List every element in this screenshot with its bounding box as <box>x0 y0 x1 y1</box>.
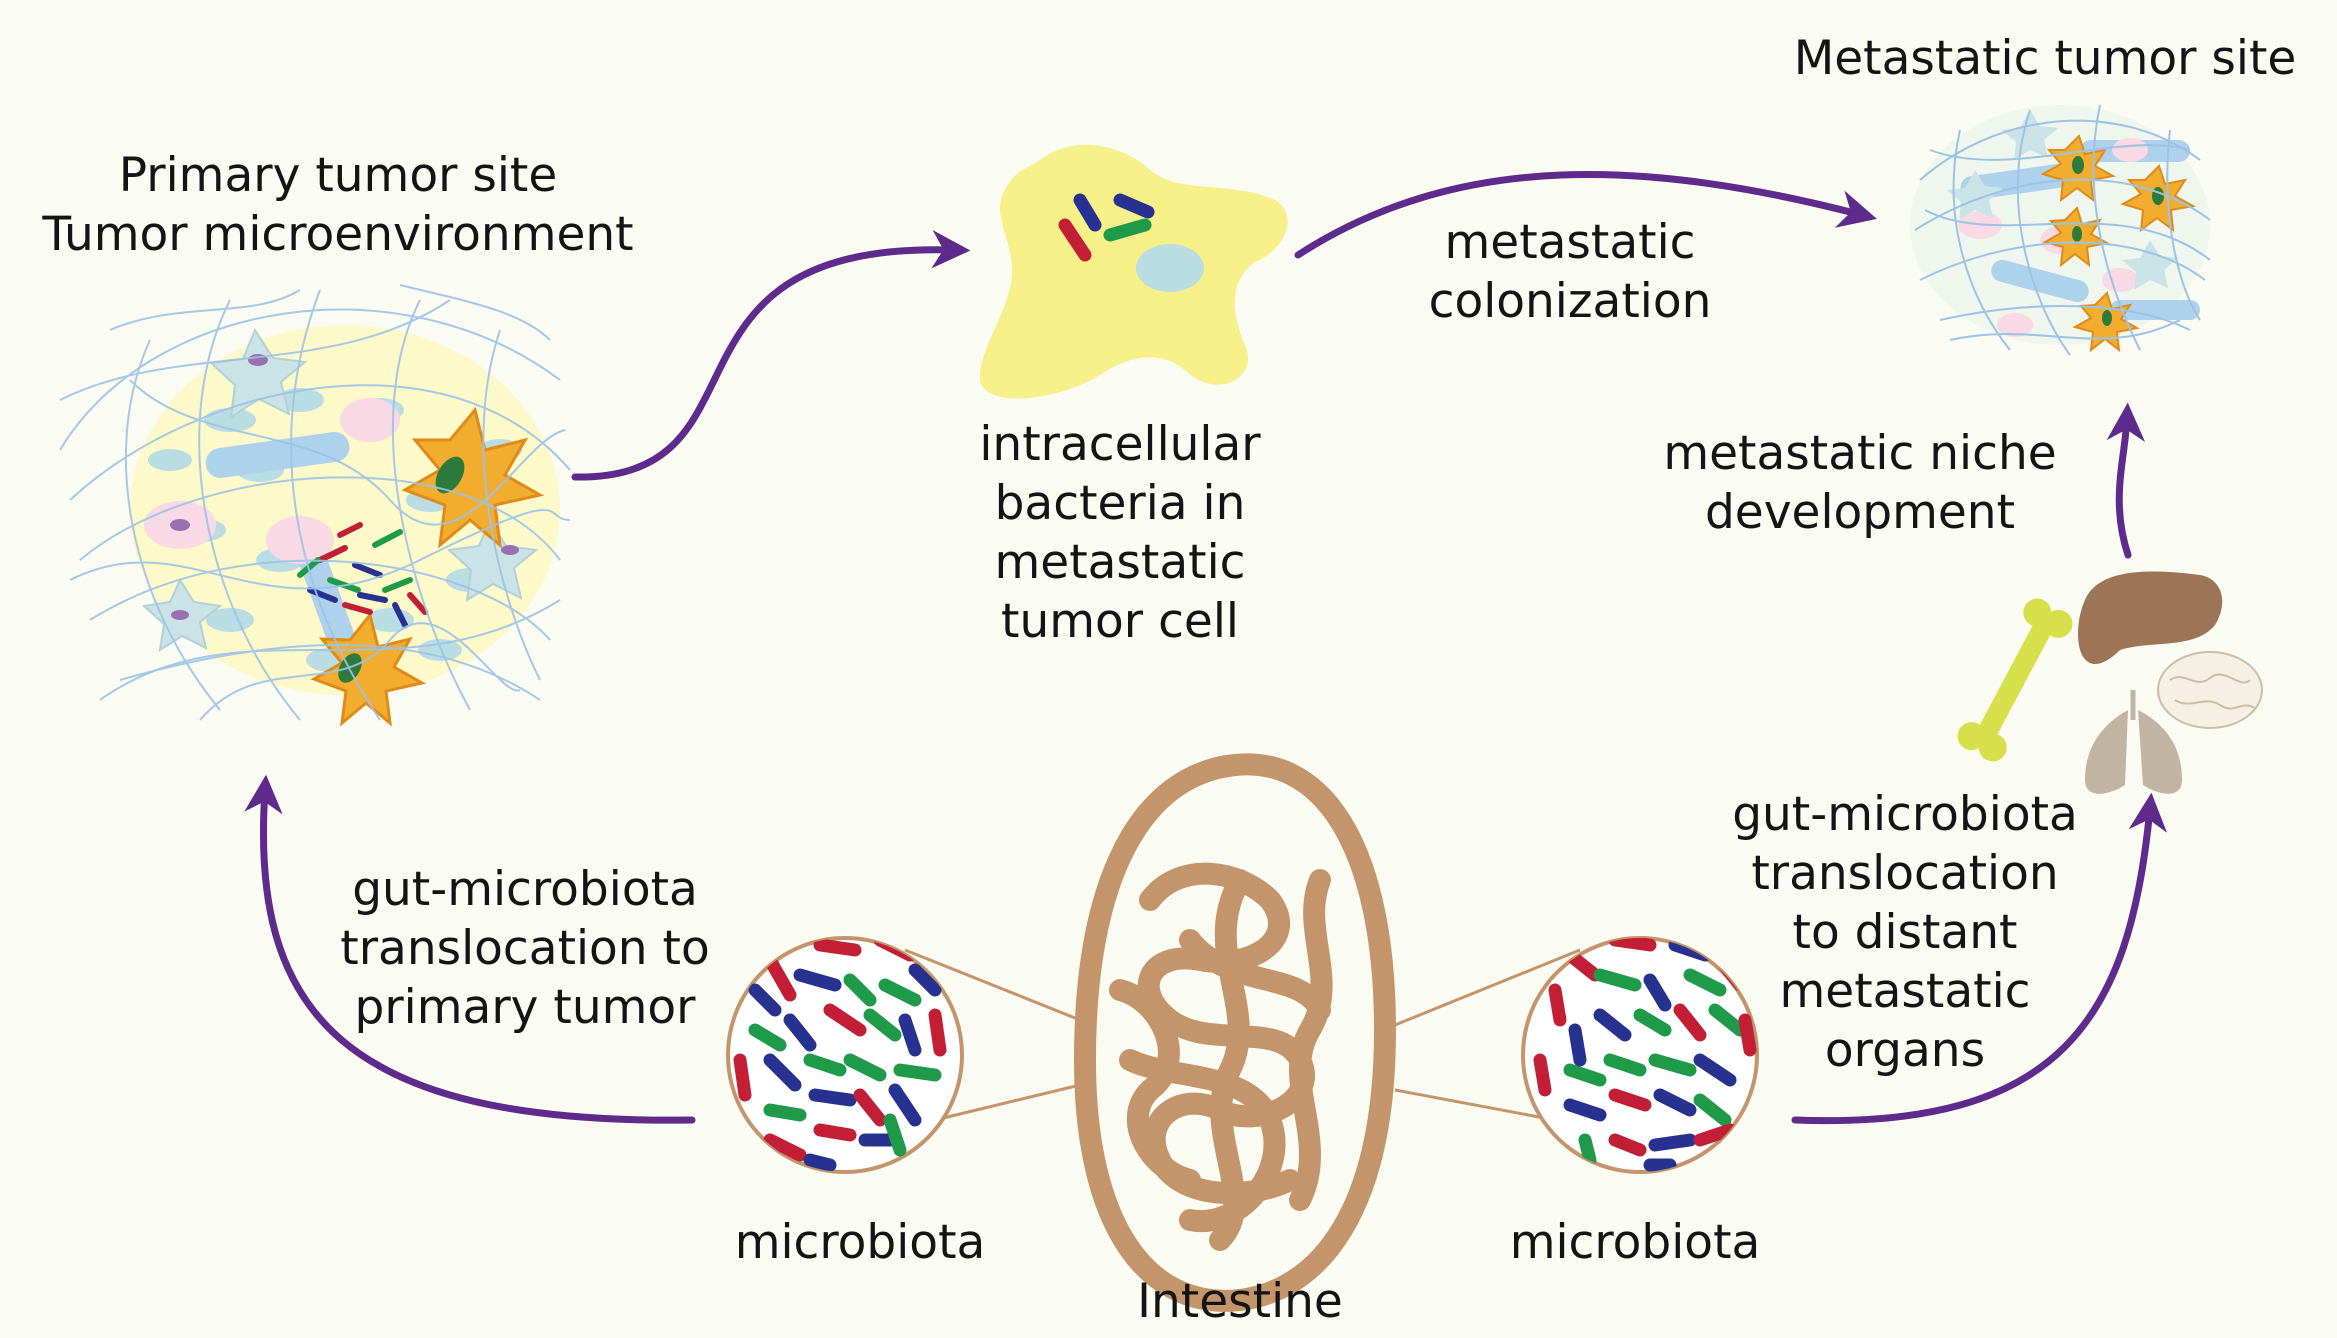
arrow-gut-to-organs <box>1791 792 2167 1125</box>
metastatic-tumor-illustration <box>1910 104 2211 356</box>
microbiota-right-label: microbiota <box>1509 1215 1761 1270</box>
arrow-primary-to-cell <box>571 230 971 481</box>
intracellular-label: intracellular bacteria in metastatic tum… <box>979 417 1261 649</box>
arrow-cell-to-metastatic <box>1294 170 1877 259</box>
metastatic-site-title: Metastatic tumor site <box>1793 31 2297 86</box>
liver <box>2078 571 2223 665</box>
colonization-label: metastatic colonization <box>1428 215 1712 329</box>
flow-arrows <box>244 170 2167 1125</box>
intestine-illustration <box>1073 753 1397 1312</box>
primary-tumor-illustration <box>59 284 571 727</box>
translocation-primary-label: gut-microbiota translocation to primary … <box>340 862 710 1035</box>
niche-label: metastatic niche development <box>1663 426 2057 540</box>
arrow-organs-to-metastatic <box>2106 402 2146 559</box>
arrow-gut-to-primary <box>244 774 696 1124</box>
brain <box>2157 651 2263 729</box>
microbiota-circle-left <box>726 936 964 1174</box>
microbiota-left-label: microbiota <box>734 1215 986 1270</box>
organs-illustration <box>1957 571 2263 794</box>
microbiota-circle-right <box>1521 936 1759 1174</box>
translocation-distant-label: gut-microbiota translocation to distant … <box>1732 787 2078 1078</box>
intestine-label: Intestine <box>1137 1274 1343 1329</box>
bone <box>1957 598 2073 762</box>
lung <box>2085 690 2182 794</box>
primary-tumor-title: Primary tumor site Tumor microenvironmen… <box>42 148 634 262</box>
zoom-lines <box>904 948 1581 1122</box>
intracellular-tumor-cell <box>979 144 1288 399</box>
